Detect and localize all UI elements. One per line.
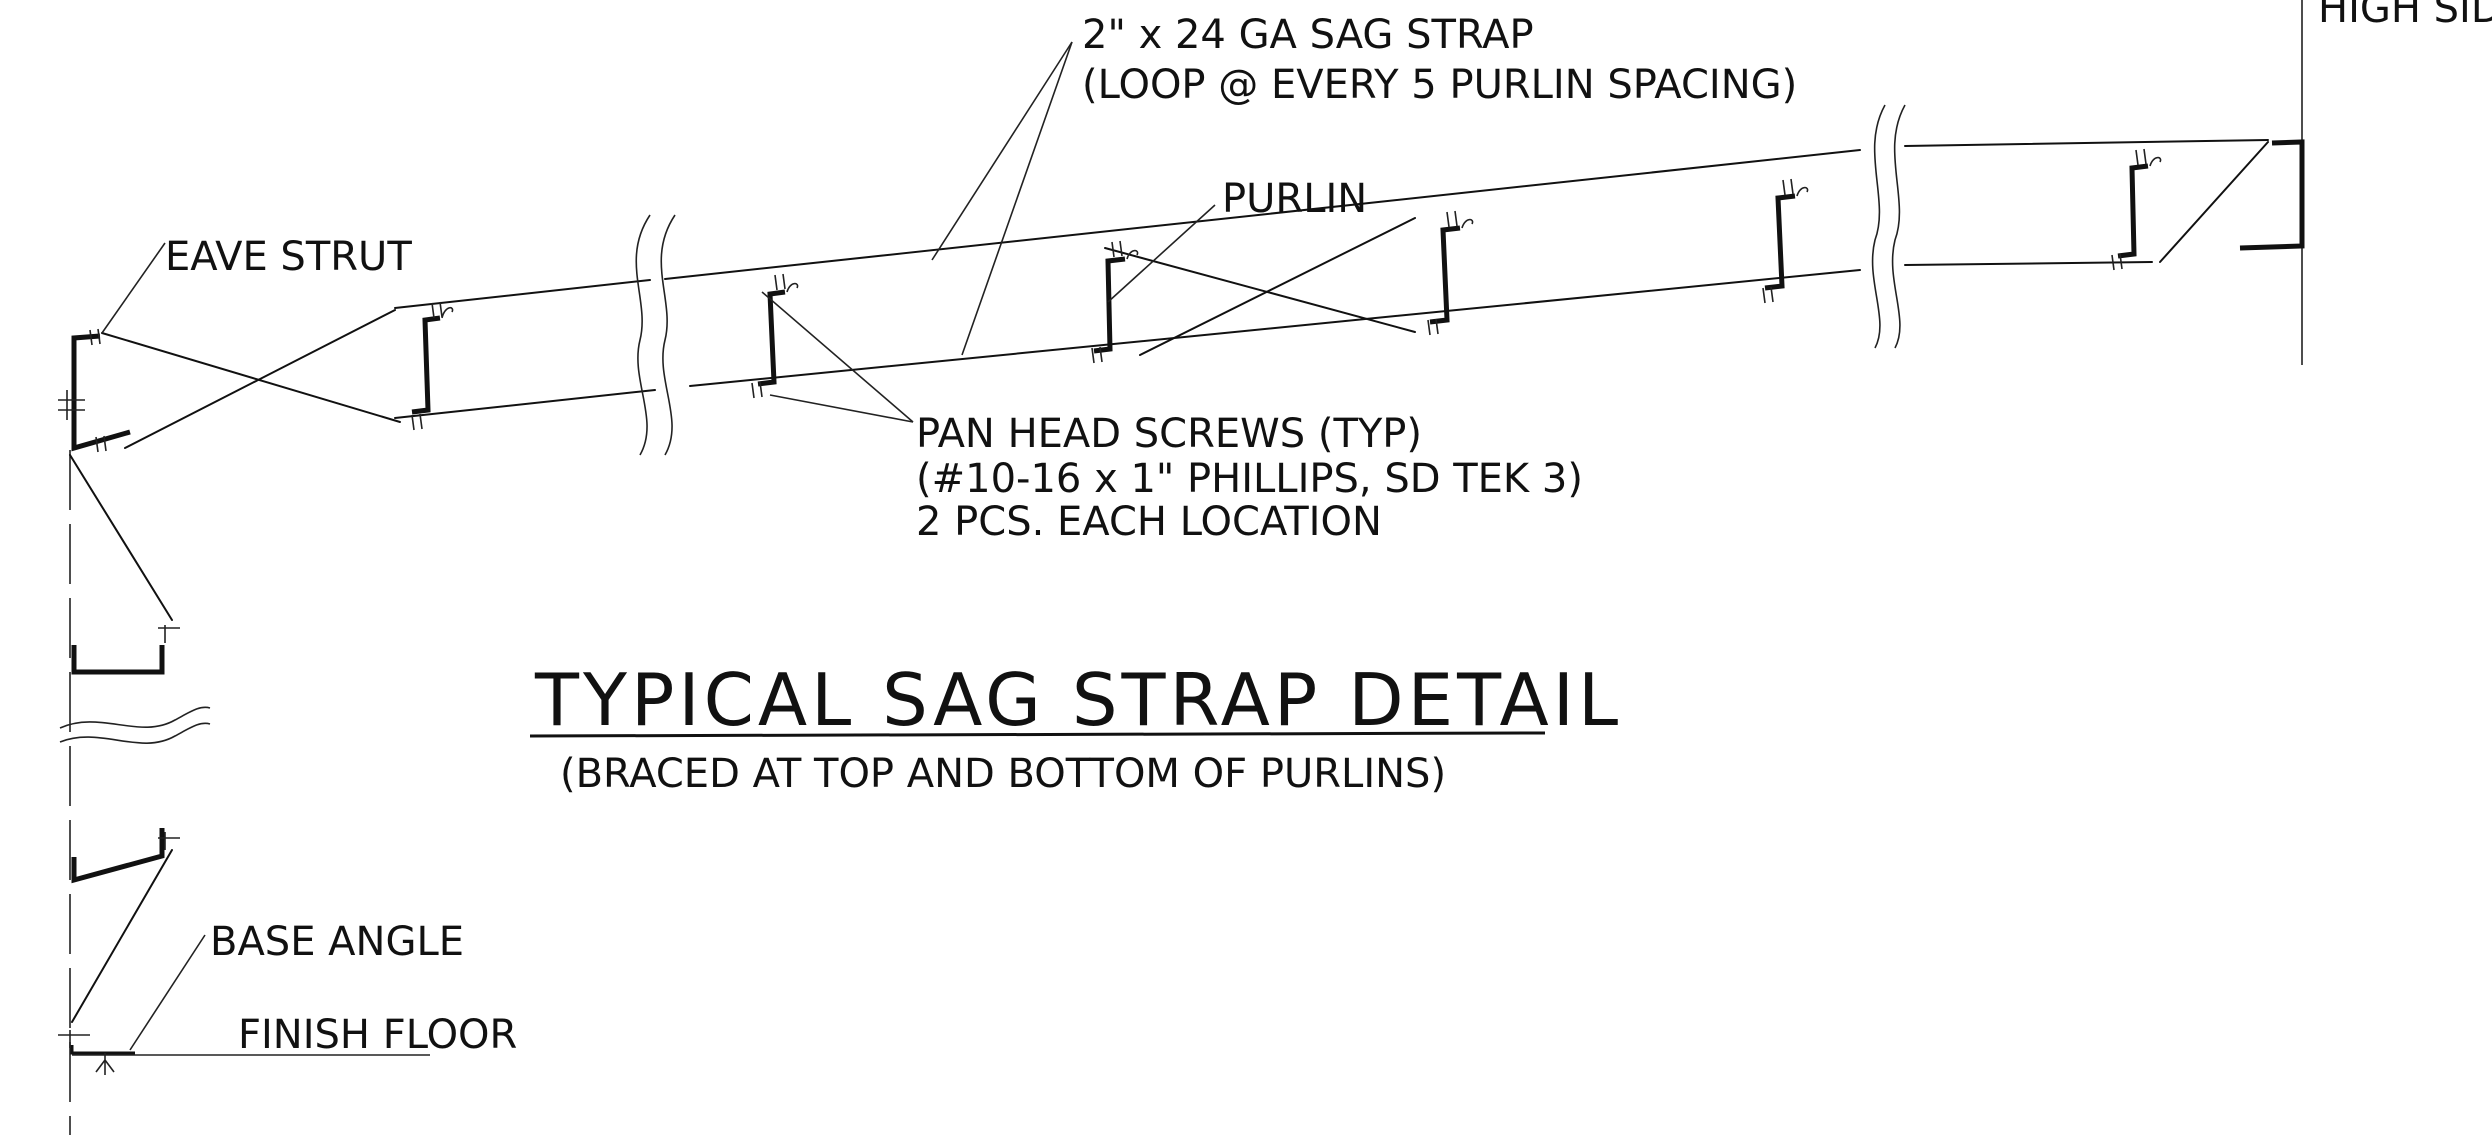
sag-strap-lines bbox=[69, 141, 2269, 1023]
label-eave-strut: EAVE STRUT bbox=[165, 234, 412, 280]
purlin-1 bbox=[411, 301, 454, 431]
label-sag-strap-line-1: 2" x 24 GA SAG STRAP bbox=[1082, 12, 1534, 58]
purlin-2 bbox=[751, 273, 799, 399]
eave-strut bbox=[58, 328, 131, 453]
page-title: TYPICAL SAG STRAP DETAIL bbox=[534, 658, 1622, 742]
break-line-wall bbox=[59, 706, 211, 744]
high-side-eave-strut bbox=[2239, 139, 2305, 251]
base-angle bbox=[58, 1030, 430, 1075]
roof-line-segment-1 bbox=[394, 279, 656, 419]
purlin-5 bbox=[1762, 178, 1809, 304]
break-line-roof-2 bbox=[1871, 104, 1906, 349]
label-screws-line-2: (#10-16 x 1" PHILLIPS, SD TEK 3) bbox=[916, 456, 1583, 502]
label-screws-line-3: 2 PCS. EACH LOCATION bbox=[916, 499, 1382, 545]
wall-girt-lower bbox=[71, 828, 180, 884]
label-base-angle: BASE ANGLE bbox=[210, 919, 464, 965]
wall-girt-upper bbox=[71, 625, 180, 675]
break-line-roof-1 bbox=[635, 214, 676, 456]
page-subtitle: (BRACED AT TOP AND BOTTOM OF PURLINS) bbox=[560, 751, 1446, 797]
leader-lines bbox=[101, 41, 1216, 1051]
title-underline bbox=[529, 731, 1546, 738]
label-high-side: HIGH SIDE bbox=[2318, 0, 2492, 32]
label-finish-floor: FINISH FLOOR bbox=[238, 1012, 517, 1058]
purlin-6 bbox=[2111, 148, 2162, 271]
purlin-3 bbox=[1091, 240, 1139, 364]
label-sag-strap-line-2: (LOOP @ EVERY 5 PURLIN SPACING) bbox=[1082, 62, 1797, 108]
label-purlin: PURLIN bbox=[1222, 176, 1367, 222]
roof-line-segment-3 bbox=[1904, 139, 2269, 266]
purlin-4 bbox=[1427, 210, 1474, 336]
roof-line-segment-2 bbox=[664, 149, 1861, 387]
label-screws-line-1: PAN HEAD SCREWS (TYP) bbox=[916, 411, 1422, 457]
